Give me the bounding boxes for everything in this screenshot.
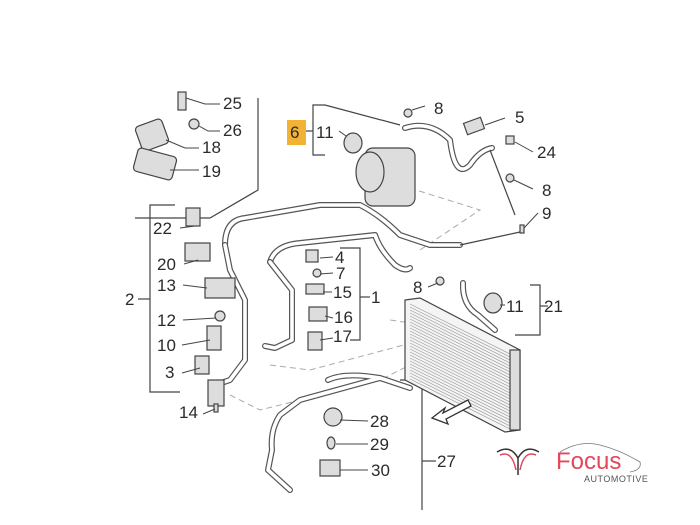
callout-30[interactable]: 30	[371, 461, 390, 480]
condenser-fin	[409, 315, 511, 367]
callout-3[interactable]: 3	[165, 363, 174, 382]
small-parts	[132, 91, 525, 477]
condenser-fin	[409, 345, 511, 397]
direction-arrow-icon	[430, 399, 472, 426]
callout-20[interactable]: 20	[157, 255, 176, 274]
car-outline-icon	[559, 443, 641, 473]
condenser	[404, 297, 521, 433]
condenser-fin	[409, 306, 511, 358]
condenser-fin	[409, 360, 511, 412]
callout-8[interactable]: 8	[542, 181, 551, 200]
callout-9[interactable]: 9	[542, 204, 551, 223]
callout-22[interactable]: 22	[153, 219, 172, 238]
callout-12[interactable]: 12	[157, 311, 176, 330]
callout-27[interactable]: 27	[437, 452, 456, 471]
callout-1[interactable]: 1	[371, 288, 380, 307]
compressor	[355, 147, 416, 207]
condenser-fin	[409, 369, 511, 421]
callout-14[interactable]: 14	[179, 403, 198, 422]
condenser-fin	[409, 366, 511, 418]
callout-15[interactable]: 15	[333, 283, 352, 302]
condenser-fin	[409, 333, 511, 385]
condenser-fin	[409, 327, 511, 379]
callout-8[interactable]: 8	[434, 99, 443, 118]
callout-13[interactable]: 13	[157, 276, 176, 295]
callout-4[interactable]: 4	[335, 248, 344, 267]
callout-11[interactable]: 11	[506, 297, 524, 316]
condenser-fin	[409, 348, 511, 400]
callout-26[interactable]: 26	[223, 121, 242, 140]
condenser-fin	[409, 375, 511, 427]
callout-19[interactable]: 19	[202, 162, 221, 181]
condenser-fin	[409, 354, 511, 406]
callout-28[interactable]: 28	[370, 412, 389, 431]
callout-8[interactable]: 8	[413, 278, 422, 297]
condenser-fin	[409, 324, 511, 376]
callout-21[interactable]: 21	[544, 297, 563, 316]
callout-7[interactable]: 7	[336, 264, 345, 283]
callout-labels: 25 26 18 19 6 11 8 5 24 8 9 22 20 4 7 13…	[125, 94, 563, 480]
condenser-fin	[409, 372, 511, 424]
logo-name: Focus	[556, 448, 622, 475]
condenser-fin	[409, 312, 511, 364]
logo-subtitle: AUTOMOTIVE	[584, 474, 649, 484]
callout-25[interactable]: 25	[223, 94, 242, 113]
condenser-fin	[409, 339, 511, 391]
callout-17[interactable]: 17	[333, 327, 352, 346]
condenser-fin	[409, 342, 511, 394]
callout-29[interactable]: 29	[370, 435, 389, 454]
condenser-fin	[409, 303, 511, 355]
condenser-fin	[409, 309, 511, 361]
condenser-fin	[409, 321, 511, 373]
highlighted-part-marker	[287, 120, 306, 145]
callout-18[interactable]: 18	[202, 138, 221, 157]
callout-10[interactable]: 10	[157, 336, 176, 355]
condenser-fin	[409, 318, 511, 370]
condenser-fin	[409, 336, 511, 388]
callout-11[interactable]: 11	[316, 123, 334, 142]
callout-2[interactable]: 2	[125, 290, 134, 309]
condenser-fin	[409, 351, 511, 403]
callout-24[interactable]: 24	[537, 143, 556, 162]
condenser-fin	[409, 357, 511, 409]
callout-5[interactable]: 5	[515, 108, 524, 127]
group-brackets	[135, 98, 548, 510]
hoses	[212, 122, 521, 493]
condenser-fin	[409, 363, 511, 415]
callout-16[interactable]: 16	[334, 308, 353, 327]
focus-logo-emblem-icon	[496, 448, 540, 475]
leader-lines	[165, 97, 539, 471]
condenser-fin	[409, 330, 511, 382]
callout-6[interactable]: 6	[290, 123, 299, 142]
